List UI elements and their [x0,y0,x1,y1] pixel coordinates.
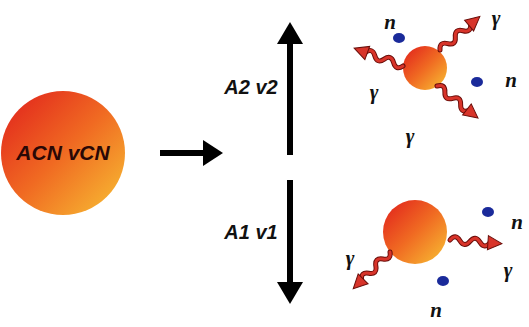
fragment-label: A2 v2 [224,76,277,99]
particle-label: n [430,298,442,323]
particle-label: n [505,68,517,93]
particle-label: γ [370,80,379,105]
reaction-arrows [160,22,303,304]
particle-label: γ [492,6,501,31]
particle-label: n [511,210,523,235]
particle-label: γ [504,258,513,283]
nucleus-circle: ACN vCN [1,91,125,215]
nucleus-label: ACN vCN [16,141,109,165]
particle-label: n [384,10,396,35]
particle-label: γ [346,246,355,271]
neutrons [393,33,494,286]
fragment-label: A1 v1 [224,221,277,244]
particle-label: γ [406,124,415,149]
gamma-rays [348,11,502,294]
